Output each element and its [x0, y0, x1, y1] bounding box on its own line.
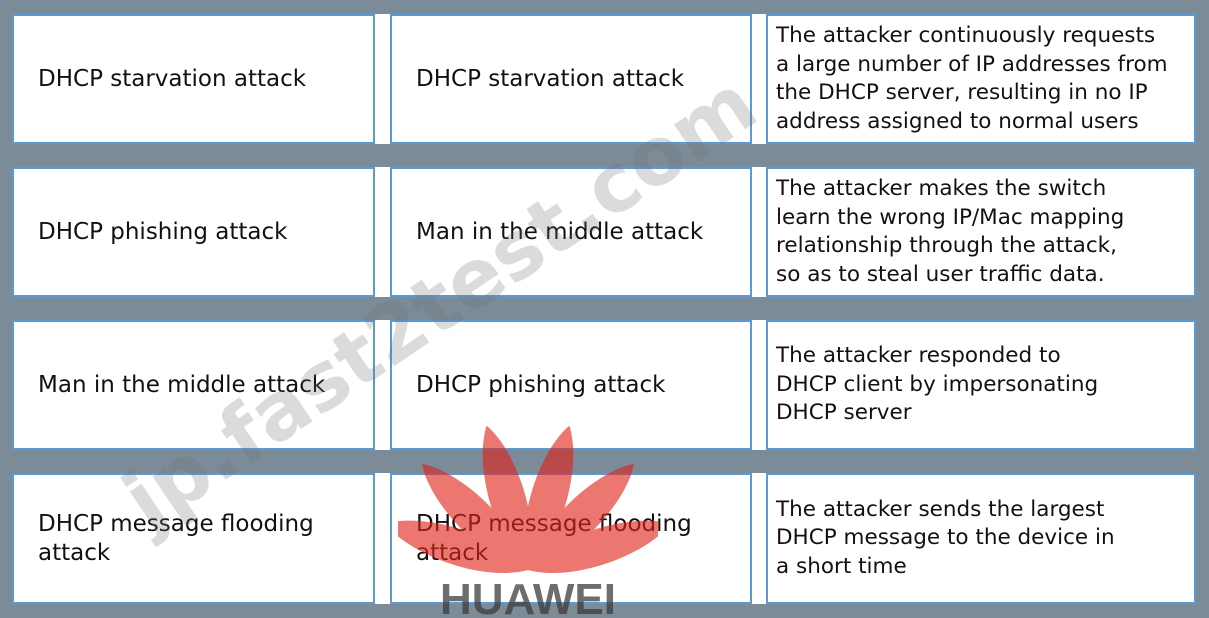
attack-description: The attacker responded to DHCP client by… [776, 342, 1098, 428]
attack-type: DHCP phishing attack [416, 371, 666, 398]
attack-type: DHCP starvation attack [416, 65, 685, 92]
table-row: Man in the middle attack DHCP phishing a… [12, 320, 1196, 450]
description-line: The attacker continuously requests [776, 23, 1156, 48]
attack-type-line: DHCP message flooding [416, 510, 692, 537]
description-line: The attacker responded to [776, 343, 1061, 369]
attack-type-line: attack [416, 539, 489, 566]
description-line: the DHCP server, resulting in no IP [776, 80, 1148, 105]
attack-type-cell: Man in the middle attack [390, 167, 752, 297]
description-line: a large number of IP addresses from [776, 51, 1168, 77]
description-line: so as to steal user traffic data. [776, 261, 1105, 287]
description-cell: The attacker sends the largest DHCP mess… [766, 473, 1196, 604]
table-row: DHCP starvation attack DHCP starvation a… [12, 14, 1196, 144]
description-cell: The attacker makes the switch learn the … [766, 167, 1196, 297]
attack-name: DHCP phishing attack [38, 218, 288, 245]
attack-type: DHCP message flooding attack [416, 510, 692, 568]
description-line: learn the wrong IP/Mac mapping [776, 204, 1125, 230]
attack-type-cell: DHCP message flooding attack [390, 473, 752, 604]
attack-description: The attacker continuously requests a lar… [776, 22, 1168, 136]
attack-name-cell: DHCP message flooding attack [12, 473, 375, 604]
description-cell: The attacker responded to DHCP client by… [766, 320, 1196, 450]
attack-name: Man in the middle attack [38, 371, 326, 398]
attack-name-cell: Man in the middle attack [12, 320, 375, 450]
description-line: The attacker makes the switch [776, 176, 1107, 201]
description-line: DHCP client by impersonating [776, 371, 1099, 397]
attack-description: The attacker sends the largest DHCP mess… [776, 496, 1115, 582]
attack-type-cell: DHCP phishing attack [390, 320, 752, 450]
description-cell: The attacker continuously requests a lar… [766, 14, 1196, 144]
attack-name-line: attack [38, 539, 111, 566]
attack-name: DHCP starvation attack [38, 65, 307, 92]
attack-name-cell: DHCP starvation attack [12, 14, 375, 144]
attack-type-cell: DHCP starvation attack [390, 14, 752, 144]
attack-name: DHCP message flooding attack [38, 510, 314, 568]
table-row: DHCP phishing attack Man in the middle a… [12, 167, 1196, 297]
description-line: DHCP message to the device in [776, 525, 1115, 551]
description-line: The attacker sends the largest [776, 496, 1105, 522]
description-line: a short time [776, 553, 907, 579]
attack-name-cell: DHCP phishing attack [12, 167, 375, 297]
description-line: relationship through the attack, [776, 233, 1117, 258]
description-line: address assigned to normal users [776, 108, 1139, 134]
table-row: DHCP message flooding attack DHCP messag… [12, 473, 1196, 604]
attack-description: The attacker makes the switch learn the … [776, 175, 1124, 289]
description-line: DHCP server [776, 400, 912, 426]
attack-name-line: DHCP message flooding [38, 510, 314, 537]
attack-type: Man in the middle attack [416, 218, 704, 245]
